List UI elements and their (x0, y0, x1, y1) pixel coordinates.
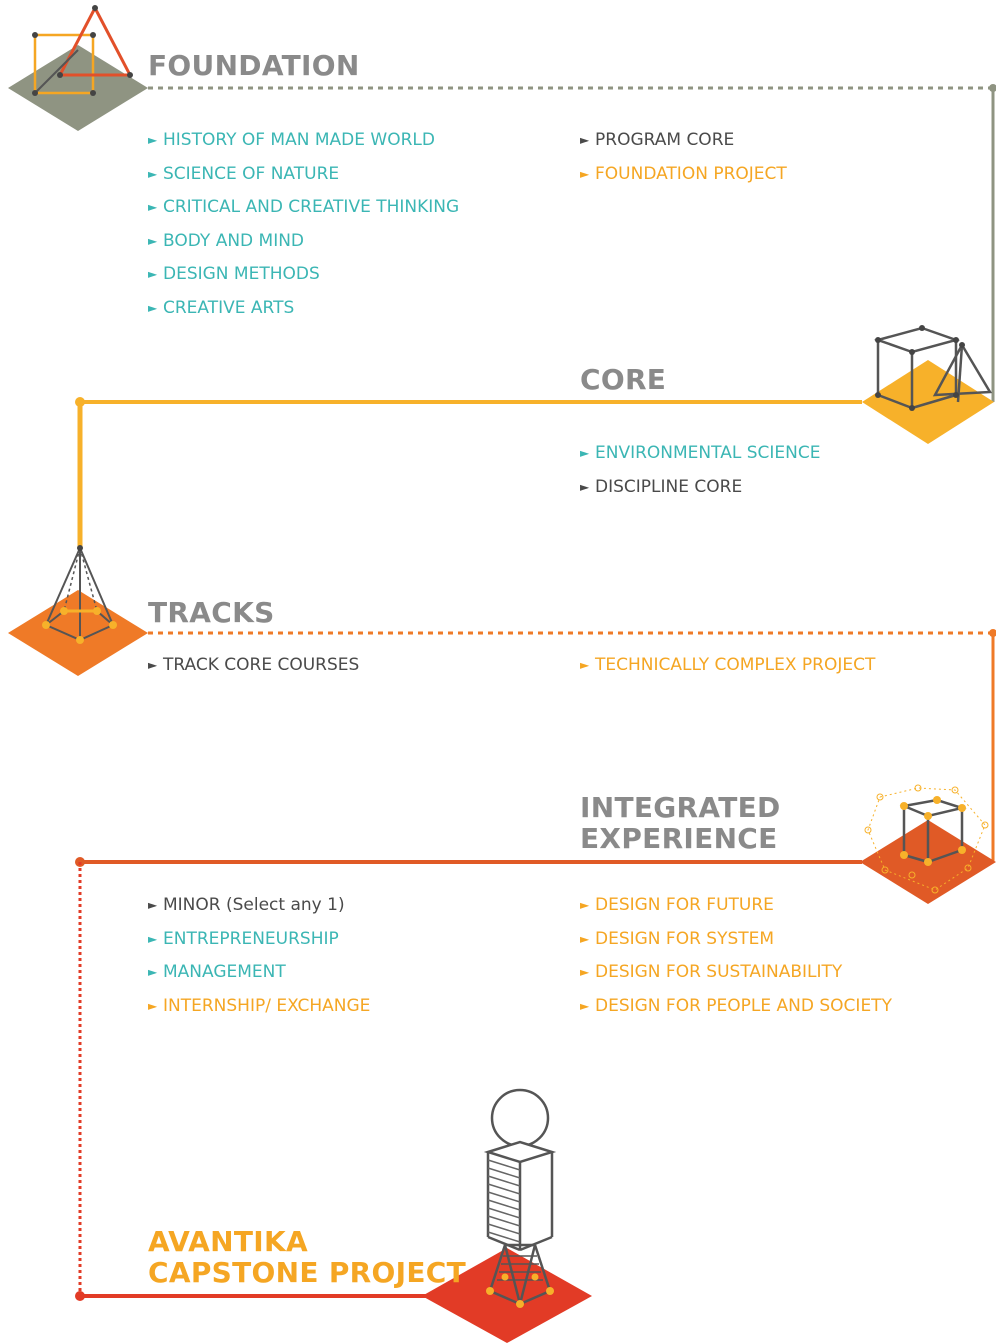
tracks-right-list: ► TECHNICALLY COMPLEX PROJECT (580, 655, 875, 689)
list-item: ► DESIGN FOR PEOPLE AND SOCIETY (580, 996, 892, 1030)
list-item-label: DESIGN FOR PEOPLE AND SOCIETY (595, 995, 892, 1016)
bullet-arrow-icon: ► (148, 133, 158, 147)
bullet-arrow-icon: ► (148, 658, 158, 672)
bullet-arrow-icon: ► (580, 998, 590, 1013)
list-item: ► TECHNICALLY COMPLEX PROJECT (580, 655, 875, 689)
integrated-left-list: ► MINOR (Select any 1) ► ENTREPRENEURSHIP ► M… (148, 895, 370, 1029)
list-item: ► DESIGN FOR FUTURE (580, 895, 892, 929)
bullet-arrow-icon: ► (148, 998, 158, 1013)
core-corner-dot (75, 397, 85, 407)
bullet-arrow-icon: ► (580, 965, 590, 980)
foundation-left-list: ► HISTORY OF MAN MADE WORLD ► SCIENCE OF NA… (148, 130, 459, 332)
capstone-title-line2: CAPSTONE PROJECT (148, 1256, 466, 1289)
list-item-label: BODY AND MIND (163, 230, 305, 251)
core-title: CORE (580, 363, 667, 396)
list-item-label: INTERNSHIP/ EXCHANGE (163, 995, 371, 1016)
list-item-label: HISTORY OF MAN MADE WORLD (163, 130, 435, 150)
bullet-arrow-icon: ► (580, 133, 590, 147)
foundation-platform (8, 45, 148, 131)
list-item: ► BODY AND MIND (148, 231, 459, 265)
list-item: ► DESIGN METHODS (148, 264, 459, 298)
tracks-left-list: ► TRACK CORE COURSES (148, 655, 359, 689)
list-item-label: CRITICAL AND CREATIVE THINKING (163, 197, 460, 218)
integrated-title-line1: INTEGRATED (580, 791, 781, 824)
capstone-title-line1: AVANTIKA (148, 1225, 308, 1258)
list-item: ► MANAGEMENT (148, 962, 370, 996)
list-item: ► ENTREPRENEURSHIP (148, 929, 370, 963)
list-item: ► SCIENCE OF NATURE (148, 164, 459, 198)
bullet-arrow-icon: ► (148, 233, 158, 248)
bullet-arrow-icon: ► (148, 200, 158, 215)
list-item-label: MANAGEMENT (163, 962, 286, 983)
bullet-arrow-icon: ► (580, 479, 590, 494)
list-item: ► MINOR (Select any 1) (148, 895, 370, 929)
capstone-corner-dot (75, 1291, 85, 1301)
list-item-label: DESIGN FOR SYSTEM (595, 928, 775, 949)
list-item-label: DESIGN METHODS (163, 264, 320, 285)
square-triangle-icon (32, 4, 133, 96)
list-item: ► ENVIRONMENTAL SCIENCE (580, 443, 820, 477)
list-item: ► PROGRAM CORE (580, 130, 787, 164)
bullet-arrow-icon: ► (580, 446, 590, 460)
list-item: ► HISTORY OF MAN MADE WORLD (148, 130, 459, 164)
bullet-arrow-icon: ► (580, 166, 590, 181)
list-item-label: ENTREPRENEURSHIP (163, 928, 339, 949)
list-item-label: ENVIRONMENTAL SCIENCE (595, 443, 821, 463)
list-item: ► INTERNSHIP/ EXCHANGE (148, 996, 370, 1030)
list-item-label: MINOR (Select any 1) (163, 895, 345, 915)
capstone-platform (422, 1248, 592, 1343)
cube-pyramid-icon (873, 326, 993, 410)
tracks-platform (8, 590, 148, 676)
list-item: ► CREATIVE ARTS (148, 298, 459, 332)
bullet-arrow-icon: ► (580, 931, 590, 946)
list-item: ► DESIGN FOR SYSTEM (580, 929, 892, 963)
pyramid-icon (42, 545, 117, 644)
capstone-title: AVANTIKA CAPSTONE PROJECT (148, 1226, 466, 1288)
core-right-list: ► ENVIRONMENTAL SCIENCE ► DISCIPLINE CORE (580, 443, 820, 510)
bullet-arrow-icon: ► (580, 658, 590, 672)
foundation-title: FOUNDATION (148, 49, 360, 82)
list-item-label: TRACK CORE COURSES (163, 655, 360, 675)
figure-icon (483, 1088, 557, 1308)
bullet-arrow-icon: ► (148, 300, 158, 315)
bullet-arrow-icon: ► (580, 898, 590, 912)
network-cube-icon (864, 784, 989, 894)
list-item: ► CRITICAL AND CREATIVE THINKING (148, 197, 459, 231)
foundation-right-list: ► PROGRAM CORE ► FOUNDATION PROJECT (580, 130, 787, 197)
cube-pyramid-nodes (875, 325, 965, 411)
bullet-arrow-icon: ► (148, 166, 158, 181)
list-item-label: TECHNICALLY COMPLEX PROJECT (595, 655, 876, 675)
tracks-end-dot (989, 629, 996, 637)
foundation-end-dot (989, 84, 996, 92)
bullet-arrow-icon: ► (148, 267, 158, 282)
tracks-title: TRACKS (148, 596, 275, 629)
list-item: ► DISCIPLINE CORE (580, 477, 820, 511)
bullet-arrow-icon: ► (148, 931, 158, 946)
list-item-label: SCIENCE OF NATURE (163, 163, 340, 184)
integrated-title-line2: EXPERIENCE (580, 822, 778, 855)
list-item-label: CREATIVE ARTS (163, 297, 295, 318)
bullet-arrow-icon: ► (148, 898, 158, 912)
integrated-right-list: ► DESIGN FOR FUTURE ► DESIGN FOR SYSTEM ► DES… (580, 895, 892, 1029)
integrated-title: INTEGRATED EXPERIENCE (580, 792, 781, 854)
list-item: ► TRACK CORE COURSES (148, 655, 359, 689)
list-item: ► DESIGN FOR SUSTAINABILITY (580, 962, 892, 996)
list-item-label: FOUNDATION PROJECT (595, 163, 787, 184)
list-item-label: PROGRAM CORE (595, 130, 735, 150)
bullet-arrow-icon: ► (148, 965, 158, 980)
list-item-label: DESIGN FOR FUTURE (595, 895, 774, 915)
list-item-label: DESIGN FOR SUSTAINABILITY (595, 962, 843, 983)
list-item-label: DISCIPLINE CORE (595, 476, 743, 497)
list-item: ► FOUNDATION PROJECT (580, 164, 787, 198)
